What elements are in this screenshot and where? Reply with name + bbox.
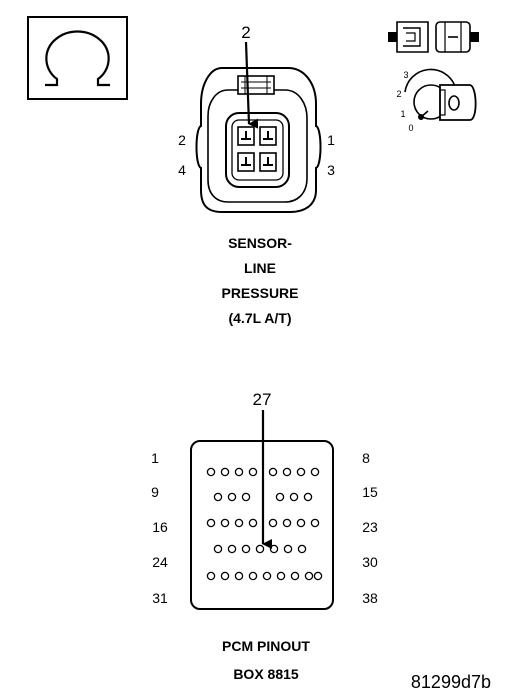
figure-code: 81299d7b xyxy=(411,672,491,692)
pcm-pin-hole xyxy=(303,492,313,502)
ohm-symbol-icon xyxy=(27,16,128,100)
pcm-title-line: BOX 8815 xyxy=(233,666,299,682)
pcm-pin-hole xyxy=(227,544,237,554)
pcm-pin-hole xyxy=(220,518,230,528)
pcm-pin-hole xyxy=(234,518,244,528)
pcm-pin-hole xyxy=(283,544,293,554)
sensor-pin-label-top-left: 2 xyxy=(178,132,186,148)
sensor-title-line: PRESSURE xyxy=(221,285,298,301)
sensor-title-line: (4.7L A/T) xyxy=(228,310,291,326)
pcm-row-start-label: 16 xyxy=(152,519,168,535)
pcm-pin-hole xyxy=(269,544,279,554)
ignition-position-label: 2 xyxy=(396,89,401,99)
pcm-pin-hole xyxy=(276,571,286,581)
pcm-pin-hole xyxy=(290,571,300,581)
pcm-pin-hole xyxy=(310,518,320,528)
pcm-title-line: PCM PINOUT xyxy=(222,638,310,654)
pcm-pin-hole xyxy=(282,518,292,528)
pcm-pin-hole xyxy=(241,544,251,554)
connector-disconnect-icon xyxy=(388,21,479,53)
sensor-terminal xyxy=(259,152,277,172)
pcm-pin-hole xyxy=(248,571,258,581)
pcm-pin-hole xyxy=(310,467,320,477)
pcm-pin-hole xyxy=(206,518,216,528)
sensor-terminal xyxy=(237,152,255,172)
pcm-pin-hole xyxy=(268,518,278,528)
pcm-pin-hole xyxy=(255,544,265,554)
pcm-pin-hole xyxy=(234,467,244,477)
sensor-pin-label-top-right: 1 xyxy=(327,132,335,148)
pcm-pin-hole xyxy=(296,467,306,477)
sensor-title-line: LINE xyxy=(244,260,276,276)
pcm-pin-hole xyxy=(313,571,323,581)
pcm-callout-label: 27 xyxy=(253,390,272,409)
sensor-connector xyxy=(195,67,322,213)
pcm-pin-hole xyxy=(262,571,272,581)
pcm-row-start-label: 1 xyxy=(151,450,159,466)
pcm-pin-hole xyxy=(206,571,216,581)
pcm-pin-hole xyxy=(282,467,292,477)
pcm-pin-hole xyxy=(304,571,314,581)
ignition-position-label: 0 xyxy=(408,123,413,133)
ignition-position-label: 1 xyxy=(400,109,405,119)
sensor-terminal xyxy=(237,126,255,146)
pcm-row-end-label: 23 xyxy=(362,519,378,535)
sensor-title-line: SENSOR- xyxy=(228,235,292,251)
pcm-row-start-label: 31 xyxy=(152,590,168,606)
sensor-pin-label-bottom-left: 4 xyxy=(178,162,186,178)
pcm-row-end-label: 30 xyxy=(362,554,378,570)
pcm-pin-hole xyxy=(220,571,230,581)
pcm-pin-hole xyxy=(248,467,258,477)
sensor-callout-arrow xyxy=(244,41,259,129)
pcm-row-start-label: 9 xyxy=(151,484,159,500)
pcm-pin-hole xyxy=(268,467,278,477)
pcm-row-end-label: 8 xyxy=(362,450,370,466)
pcm-pin-hole xyxy=(241,492,251,502)
pcm-pin-hole xyxy=(275,492,285,502)
pcm-pin-grid xyxy=(206,467,323,581)
pcm-pin-hole xyxy=(234,571,244,581)
sensor-terminal xyxy=(259,126,277,146)
ignition-key-icon xyxy=(404,68,477,121)
pcm-pin-hole xyxy=(289,492,299,502)
pcm-pin-hole xyxy=(248,518,258,528)
ignition-position-label: 3 xyxy=(403,70,408,80)
pcm-pin-hole xyxy=(227,492,237,502)
pcm-row-end-label: 38 xyxy=(362,590,378,606)
pcm-pin-hole xyxy=(297,544,307,554)
sensor-callout-label: 2 xyxy=(241,23,250,42)
pcm-row-start-label: 24 xyxy=(152,554,168,570)
pcm-pin-hole xyxy=(206,467,216,477)
sensor-pin-label-bottom-right: 3 xyxy=(327,162,335,178)
pcm-pin-hole xyxy=(220,467,230,477)
pcm-pin-hole xyxy=(296,518,306,528)
pcm-pin-hole xyxy=(213,544,223,554)
pcm-pin-hole xyxy=(213,492,223,502)
pcm-row-end-label: 15 xyxy=(362,484,378,500)
